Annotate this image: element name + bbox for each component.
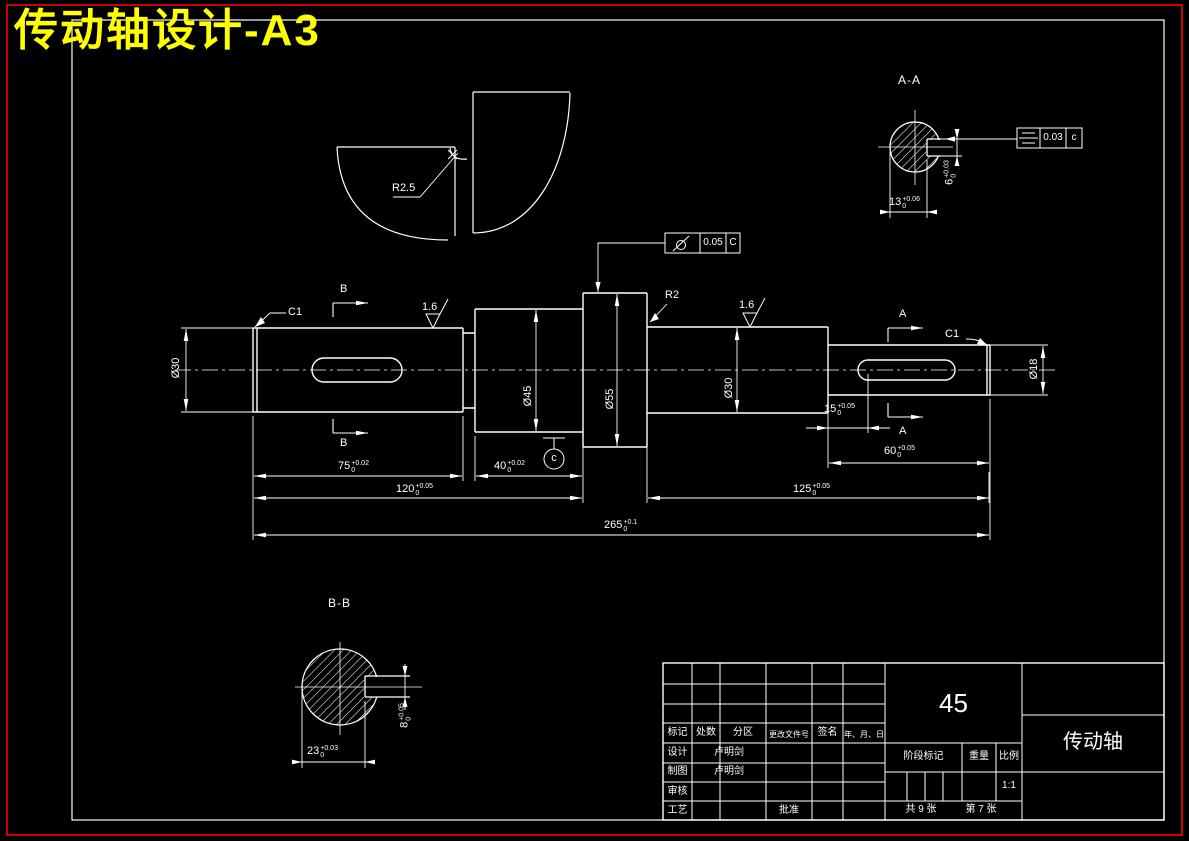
symmetry-icon — [1019, 132, 1038, 144]
tb-header-count: 处数 — [696, 727, 716, 738]
extension-lines — [181, 131, 1048, 768]
runout-tolerance-frame — [664, 232, 741, 254]
section-bb-title: B-B — [328, 596, 352, 610]
roughness-label-right: 1.6 — [739, 299, 755, 311]
tb-header-mark: 标记 — [667, 727, 688, 738]
chamfer-label-left: C1 — [288, 306, 303, 318]
section-mark-a-bottom: A — [899, 425, 907, 437]
tb-check-label: 审核 — [667, 786, 688, 797]
section-mark-a-top: A — [899, 308, 907, 320]
tb-scale-label: 比例 — [999, 751, 1019, 762]
tb-header-docno: 更改文件号 — [769, 730, 809, 739]
dia-label-55: Ø55 — [604, 388, 616, 410]
symmetry-tolerance-frame — [1016, 127, 1083, 149]
tb-header-sign: 签名 — [817, 727, 838, 738]
roughness-label-left: 1.6 — [422, 301, 438, 313]
roughness-icon-left — [425, 298, 449, 330]
tb-part-name: 传动轴 — [1063, 731, 1123, 753]
tb-header-date: 年、月、日 — [844, 730, 884, 739]
circular-runout-icon — [676, 240, 686, 250]
title-block-grid — [662, 662, 1165, 821]
sheet-borders — [6, 4, 1183, 836]
page-title: 传动轴设计-A3 — [14, 6, 321, 55]
tb-design-label: 设计 — [667, 747, 688, 758]
dia-label-30-right: Ø30 — [723, 377, 735, 399]
roughness-icon-right — [742, 297, 766, 329]
tb-draw-name: 卢明剑 — [714, 766, 744, 777]
runout-value: 0.05 — [703, 237, 723, 248]
dia-label-45: Ø45 — [522, 385, 534, 407]
section-mark-b-bottom: B — [340, 437, 348, 449]
datum-letter: c — [551, 452, 557, 464]
section-aa-title: A-A — [898, 73, 922, 87]
chamfer-label-right: C1 — [945, 328, 960, 340]
dia-label-18: Ø18 — [1028, 358, 1040, 380]
tb-design-name: 卢明剑 — [714, 747, 744, 758]
symmetry-datum: c — [1071, 132, 1077, 143]
detail-radius-label: R2.5 — [392, 182, 416, 194]
section-mark-arrows — [332, 300, 923, 436]
tb-header-zone: 分区 — [733, 727, 753, 738]
tb-sheet-no: 第 7 张 — [965, 804, 997, 815]
tb-sheets-total: 共 9 张 — [905, 804, 937, 815]
tb-scale-value: 1:1 — [1002, 780, 1016, 791]
tb-approve-label: 批准 — [779, 805, 799, 816]
section-mark-b-top: B — [340, 283, 348, 295]
centerlines — [175, 110, 1055, 735]
tb-weight-label: 重量 — [969, 751, 989, 762]
tb-stage-label: 阶段标记 — [903, 751, 944, 762]
runout-datum: C — [729, 237, 737, 248]
tb-process-label: 工艺 — [667, 805, 688, 816]
fillet-label: R2 — [665, 289, 680, 301]
dimension-arrowheads — [255, 129, 988, 765]
symmetry-value: 0.03 — [1043, 132, 1063, 143]
tb-material: 45 — [939, 688, 968, 718]
tb-draw-label: 制图 — [667, 766, 688, 777]
roughness-icons — [425, 297, 766, 330]
datum-symbol — [543, 437, 565, 470]
dia-label-30-left: Ø30 — [170, 357, 182, 379]
detail-view-outline — [336, 91, 571, 241]
dimension-lines — [183, 294, 1046, 538]
